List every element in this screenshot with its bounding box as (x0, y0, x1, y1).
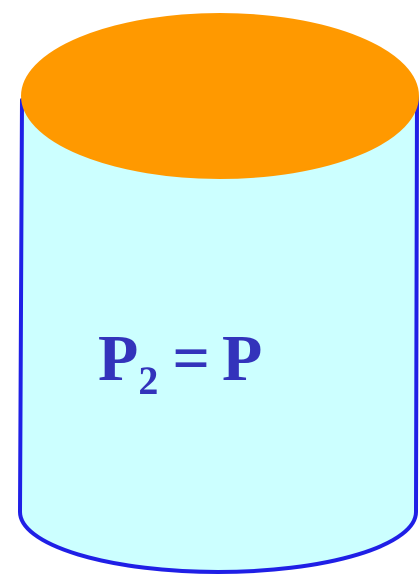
cylinder-lid (21, 13, 419, 179)
symbol-p: P (98, 322, 138, 395)
cylinder-body (18, 95, 419, 574)
rhs-p: P (222, 322, 262, 395)
subscript-2: 2 (138, 358, 158, 403)
equals-sign: = (172, 322, 210, 395)
equation-label: P2=P (98, 322, 262, 403)
